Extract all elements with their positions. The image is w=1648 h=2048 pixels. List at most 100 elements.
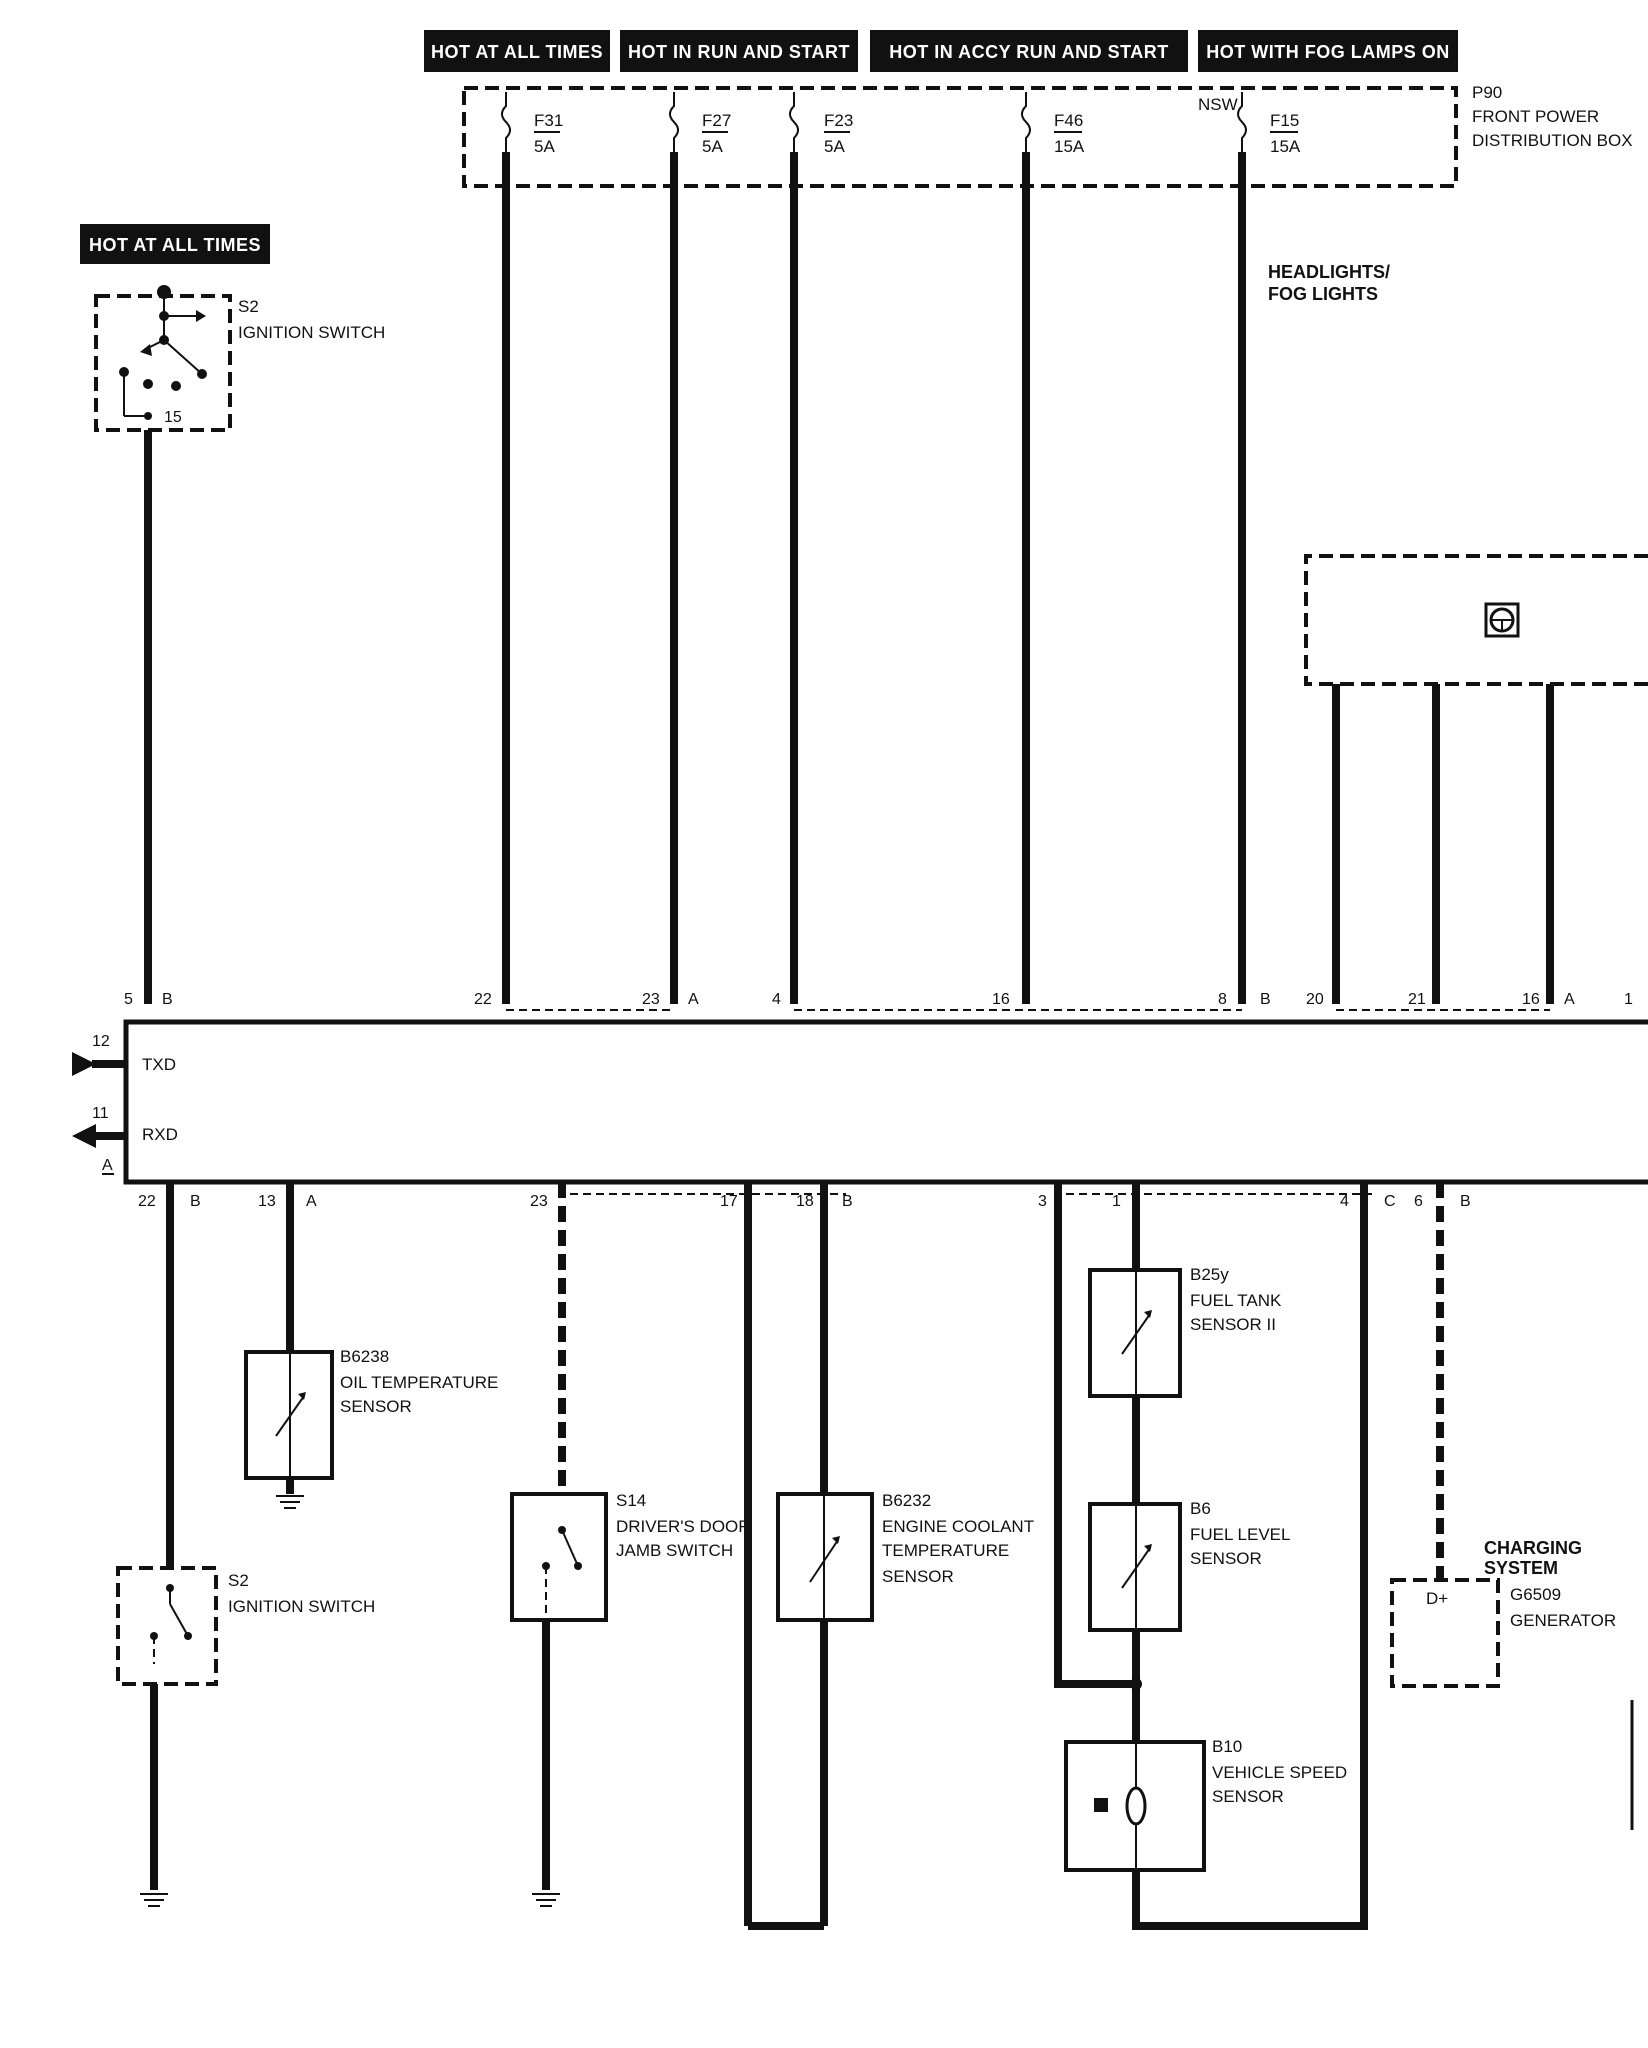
top-pin-5: 5 [124, 991, 133, 1008]
fuse-wires [502, 152, 1246, 1004]
fuse-f15-id: F15 [1270, 111, 1299, 130]
power-header-5-label: HOT AT ALL TIMES [89, 235, 261, 255]
top-pin-8: 8 [1218, 991, 1227, 1008]
top-pin-8-conn: B [1260, 991, 1271, 1008]
fuse-box-name-line1: FRONT POWER [1472, 107, 1599, 126]
rxd-label: RXD [142, 1125, 178, 1144]
bottom-pin-23: 23 [530, 1193, 548, 1210]
bottom-pin-22: 22 [138, 1193, 156, 1210]
magnet-icon [1094, 1798, 1108, 1812]
coolant-id: B6232 [882, 1491, 931, 1510]
bottom-pin-6: 6 [1414, 1193, 1423, 1210]
ground-icon-1 [140, 1893, 168, 1907]
generator-id: G6509 [1510, 1585, 1561, 1604]
ground-icon-3 [532, 1893, 560, 1907]
fuse-f31: F31 5A [501, 92, 563, 156]
fuse-f23: F23 5A [789, 92, 853, 156]
coolant-line1: ENGINE COOLANT [882, 1517, 1034, 1536]
bottom-pin-4-conn: C [1384, 1193, 1396, 1210]
power-header-5: HOT AT ALL TIMES [80, 224, 270, 264]
top-pin-5-conn: B [162, 991, 173, 1008]
door-switch-line2: JAMB SWITCH [616, 1541, 733, 1560]
fuse-box-outline [462, 86, 1458, 188]
txd-arrow-icon [72, 1052, 96, 1076]
top-pin-16: 16 [992, 991, 1010, 1008]
top-pin-23: 23 [642, 991, 660, 1008]
top-pin-22: 22 [474, 991, 492, 1008]
generator-pin: D+ [1426, 1589, 1448, 1608]
speed-sensor-line2: SENSOR [1212, 1787, 1284, 1806]
txd-label: TXD [142, 1055, 176, 1074]
generator-name: GENERATOR [1510, 1611, 1616, 1630]
bottom-pin-3: 3 [1038, 1193, 1047, 1210]
door-jamb-switch: S14 DRIVER'S DOOR JAMB SWITCH [510, 1491, 751, 1622]
ignition-switch-top: 15 S2 IGNITION SWITCH [94, 285, 385, 432]
bottom-pin-17: 17 [720, 1193, 738, 1210]
fuel-level-line1: FUEL LEVEL [1190, 1525, 1290, 1544]
fuse-box-name-line2: DISTRIBUTION BOX [1472, 131, 1633, 150]
power-header-2-label: HOT IN RUN AND START [628, 42, 850, 62]
top-pin-16b: 16 [1522, 991, 1540, 1008]
rxd-arrow-icon [72, 1124, 96, 1148]
bottom-pin-13-conn: A [306, 1193, 317, 1210]
ignition-top-name: IGNITION SWITCH [238, 323, 385, 342]
oil-temp-line2: SENSOR [340, 1397, 412, 1416]
fuse-f31-rating: 5A [534, 137, 555, 156]
fuel-tank-sensor-2: B25y FUEL TANK SENSOR II [1088, 1265, 1282, 1398]
fuse-f15-rating: 15A [1270, 137, 1301, 156]
coolant-temperature-sensor: B6232 ENGINE COOLANT TEMPERATURE SENSOR [776, 1491, 1034, 1622]
oil-temperature-sensor: B6238 OIL TEMPERATURE SENSOR [244, 1347, 498, 1480]
power-header-1: HOT AT ALL TIMES [424, 30, 610, 72]
fuse-f46-id: F46 [1054, 111, 1083, 130]
top-pin-23-conn: A [688, 991, 699, 1008]
fuel-level-line2: SENSOR [1190, 1549, 1262, 1568]
door-switch-line1: DRIVER'S DOOR [616, 1517, 751, 1536]
top-pin-1: 1 [1624, 991, 1633, 1008]
vehicle-speed-sensor: B10 VEHICLE SPEED SENSOR [1064, 1737, 1347, 1872]
fuse-f23-id: F23 [824, 111, 853, 130]
nsw-label: NSW [1198, 95, 1238, 114]
top-pin-20: 20 [1306, 991, 1324, 1008]
fuel-level-sensor: B6 FUEL LEVEL SENSOR [1088, 1499, 1290, 1632]
wire-pin3 [1054, 1182, 1136, 1688]
oil-temp-id: B6238 [340, 1347, 389, 1366]
bottom-pin-1: 1 [1112, 1193, 1121, 1210]
rxd-pin: 11 [92, 1105, 109, 1122]
ignition-top-id: S2 [238, 297, 259, 316]
fuel-level-id: B6 [1190, 1499, 1211, 1518]
bottom-pin-18-conn: B [842, 1193, 853, 1210]
fuse-f23-rating: 5A [824, 137, 845, 156]
instrument-module: TXD RXD 12 11 A [72, 1009, 1648, 1195]
power-header-3: HOT IN ACCY RUN AND START [870, 30, 1188, 72]
fuel-tank-line1: FUEL TANK [1190, 1291, 1282, 1310]
power-header-3-label: HOT IN ACCY RUN AND START [889, 42, 1169, 62]
fuse-box-id: P90 [1472, 83, 1502, 102]
ignition-switch-bottom: S2 IGNITION SWITCH [116, 1566, 375, 1686]
speed-sensor-id: B10 [1212, 1737, 1242, 1756]
oil-temp-line1: OIL TEMPERATURE [340, 1373, 498, 1392]
bottom-pin-6-conn: B [1460, 1193, 1471, 1210]
bottom-pin-labels: 22 B 13 A 23 17 18 B 3 1 4 C 6 B [138, 1193, 1471, 1210]
fuse-f27: F27 5A [669, 92, 731, 156]
txd-pin: 12 [92, 1033, 110, 1050]
bottom-pin-4: 4 [1340, 1193, 1349, 1210]
door-switch-id: S14 [616, 1491, 646, 1510]
bottom-pin-18: 18 [796, 1193, 814, 1210]
top-pin-16b-conn: A [1564, 991, 1575, 1008]
top-pin-21: 21 [1408, 991, 1426, 1008]
fuel-tank-line2: SENSOR II [1190, 1315, 1276, 1334]
coolant-line3: SENSOR [882, 1567, 954, 1586]
module-side-connector: A [102, 1157, 113, 1174]
fuel-tank-id: B25y [1190, 1265, 1229, 1284]
fuse-f31-id: F31 [534, 111, 563, 130]
top-pin-4: 4 [772, 991, 781, 1008]
generator: D+ CHARGING SYSTEM G6509 GENERATOR [1390, 1538, 1616, 1688]
coolant-line2: TEMPERATURE [882, 1541, 1009, 1560]
fuse-f27-rating: 5A [702, 137, 723, 156]
ignition-bottom-id: S2 [228, 1571, 249, 1590]
speed-sensor-line1: VEHICLE SPEED [1212, 1763, 1347, 1782]
fuse-f46: F46 15A [1021, 92, 1085, 156]
bottom-pin-22-conn: B [190, 1193, 201, 1210]
power-header-4: HOT WITH FOG LAMPS ON [1198, 30, 1458, 72]
